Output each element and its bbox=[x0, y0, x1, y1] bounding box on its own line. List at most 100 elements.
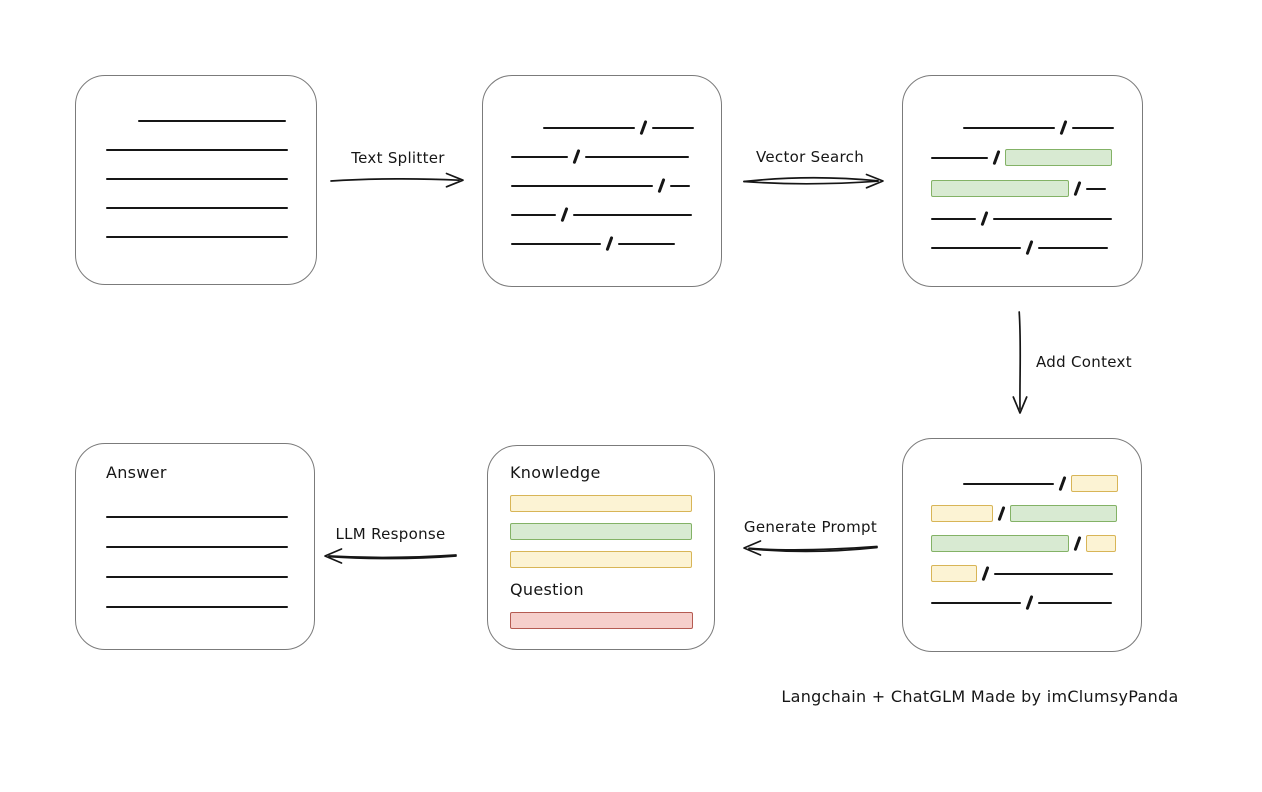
box-row bbox=[106, 207, 288, 209]
text-line bbox=[963, 482, 1054, 485]
box-row bbox=[931, 475, 1118, 492]
slash-separator bbox=[560, 207, 568, 222]
credit-text: Langchain + ChatGLM Made by imClumsyPand… bbox=[781, 687, 1179, 706]
box-heading: Answer bbox=[106, 463, 167, 482]
text-line bbox=[617, 242, 675, 245]
text-line bbox=[1085, 187, 1106, 190]
text-line bbox=[992, 217, 1112, 220]
text-line bbox=[106, 516, 288, 518]
text-line bbox=[511, 213, 556, 216]
text-splitter-arrow bbox=[330, 172, 464, 188]
box-row: Knowledge bbox=[510, 462, 692, 484]
text-line bbox=[993, 572, 1113, 575]
box-context-chunks bbox=[902, 438, 1142, 652]
box-row bbox=[106, 120, 286, 122]
llm-response-arrow bbox=[324, 548, 457, 564]
text-line bbox=[1071, 126, 1114, 129]
box-row bbox=[510, 551, 692, 568]
text-line bbox=[1037, 246, 1108, 249]
green-chunk bbox=[1004, 149, 1112, 166]
text-line bbox=[1037, 601, 1112, 604]
generate-prompt-label: Generate Prompt bbox=[743, 518, 878, 536]
box-row bbox=[931, 180, 1114, 197]
box-row bbox=[931, 240, 1114, 255]
slash-separator bbox=[657, 178, 665, 193]
text-line bbox=[106, 178, 288, 180]
box-row bbox=[511, 120, 694, 135]
box-row bbox=[931, 211, 1114, 226]
box-heading: Knowledge bbox=[510, 463, 601, 482]
text-line bbox=[106, 576, 288, 578]
text-line bbox=[511, 242, 601, 245]
text-line bbox=[511, 155, 568, 158]
box-row: Question bbox=[510, 579, 692, 601]
box-row bbox=[931, 149, 1114, 166]
slash-separator bbox=[572, 149, 580, 164]
text-line bbox=[511, 184, 653, 187]
yellow-chunk bbox=[510, 551, 692, 568]
text-line bbox=[931, 217, 976, 220]
slash-separator bbox=[639, 120, 647, 135]
yellow-chunk bbox=[510, 495, 692, 512]
box-row bbox=[931, 505, 1117, 522]
box-heading: Question bbox=[510, 580, 584, 599]
green-chunk bbox=[931, 535, 1069, 552]
box-row bbox=[931, 535, 1116, 552]
slash-separator bbox=[1073, 536, 1081, 551]
text-line bbox=[106, 546, 288, 548]
box-row bbox=[106, 149, 288, 151]
box-answer: Answer bbox=[75, 443, 315, 650]
text-line bbox=[106, 207, 288, 209]
slash-separator bbox=[1025, 595, 1033, 610]
box-row bbox=[510, 495, 692, 512]
text-line bbox=[584, 155, 689, 158]
text-splitter-label: Text Splitter bbox=[351, 149, 445, 167]
slash-separator bbox=[1073, 181, 1081, 196]
box-row bbox=[511, 178, 693, 193]
box-row bbox=[510, 612, 693, 629]
yellow-chunk bbox=[1085, 535, 1116, 552]
green-chunk bbox=[510, 523, 692, 540]
box-row bbox=[106, 178, 288, 180]
box-split-chunks bbox=[482, 75, 722, 287]
slash-separator bbox=[981, 566, 989, 581]
text-line bbox=[106, 236, 288, 238]
slash-separator bbox=[1059, 120, 1067, 135]
box-row bbox=[106, 516, 288, 518]
box-row bbox=[511, 149, 693, 164]
text-line bbox=[669, 184, 690, 187]
text-line bbox=[931, 246, 1021, 249]
box-row bbox=[931, 595, 1113, 610]
box-row bbox=[511, 207, 693, 222]
text-line bbox=[138, 120, 286, 122]
slash-separator bbox=[992, 150, 1000, 165]
add-context-label: Add Context bbox=[1036, 353, 1132, 371]
text-line bbox=[106, 606, 288, 608]
yellow-chunk bbox=[931, 565, 977, 582]
slash-separator bbox=[605, 236, 613, 251]
box-row: Answer bbox=[106, 462, 284, 488]
box-row bbox=[510, 523, 692, 540]
text-line bbox=[931, 156, 988, 159]
yellow-chunk bbox=[931, 505, 993, 522]
vector-search-arrow bbox=[743, 173, 884, 189]
text-line bbox=[963, 126, 1055, 129]
box-row bbox=[106, 236, 288, 238]
slash-separator bbox=[1025, 240, 1033, 255]
box-row bbox=[106, 546, 288, 548]
green-chunk bbox=[931, 180, 1069, 197]
box-row bbox=[511, 236, 693, 251]
slash-separator bbox=[997, 506, 1005, 521]
text-line bbox=[106, 149, 288, 151]
vector-search-label: Vector Search bbox=[756, 148, 864, 166]
text-line bbox=[572, 213, 692, 216]
box-source-document bbox=[75, 75, 317, 285]
box-vector-matches bbox=[902, 75, 1143, 287]
slash-separator bbox=[980, 211, 988, 226]
yellow-chunk bbox=[1070, 475, 1118, 492]
box-row bbox=[931, 565, 1113, 582]
text-line bbox=[543, 126, 635, 129]
generate-prompt-arrow bbox=[743, 540, 878, 556]
